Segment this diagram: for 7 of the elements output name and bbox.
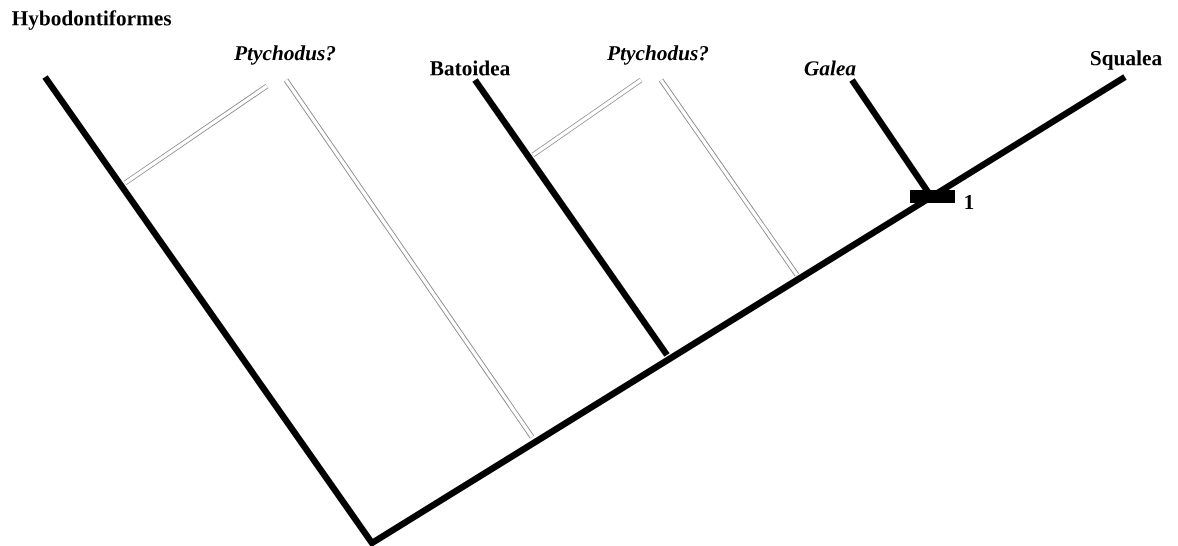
taxon-label: Ptychodus?	[607, 45, 709, 65]
node-number: 1	[965, 194, 974, 210]
taxon-label: Hybodontiformes	[11, 10, 172, 30]
taxon-label: Ptychodus?	[234, 45, 336, 65]
taxon-label: Batoidea	[430, 60, 510, 76]
taxon-label: Squalea	[1090, 50, 1162, 70]
taxon-label: Galea	[804, 60, 856, 76]
